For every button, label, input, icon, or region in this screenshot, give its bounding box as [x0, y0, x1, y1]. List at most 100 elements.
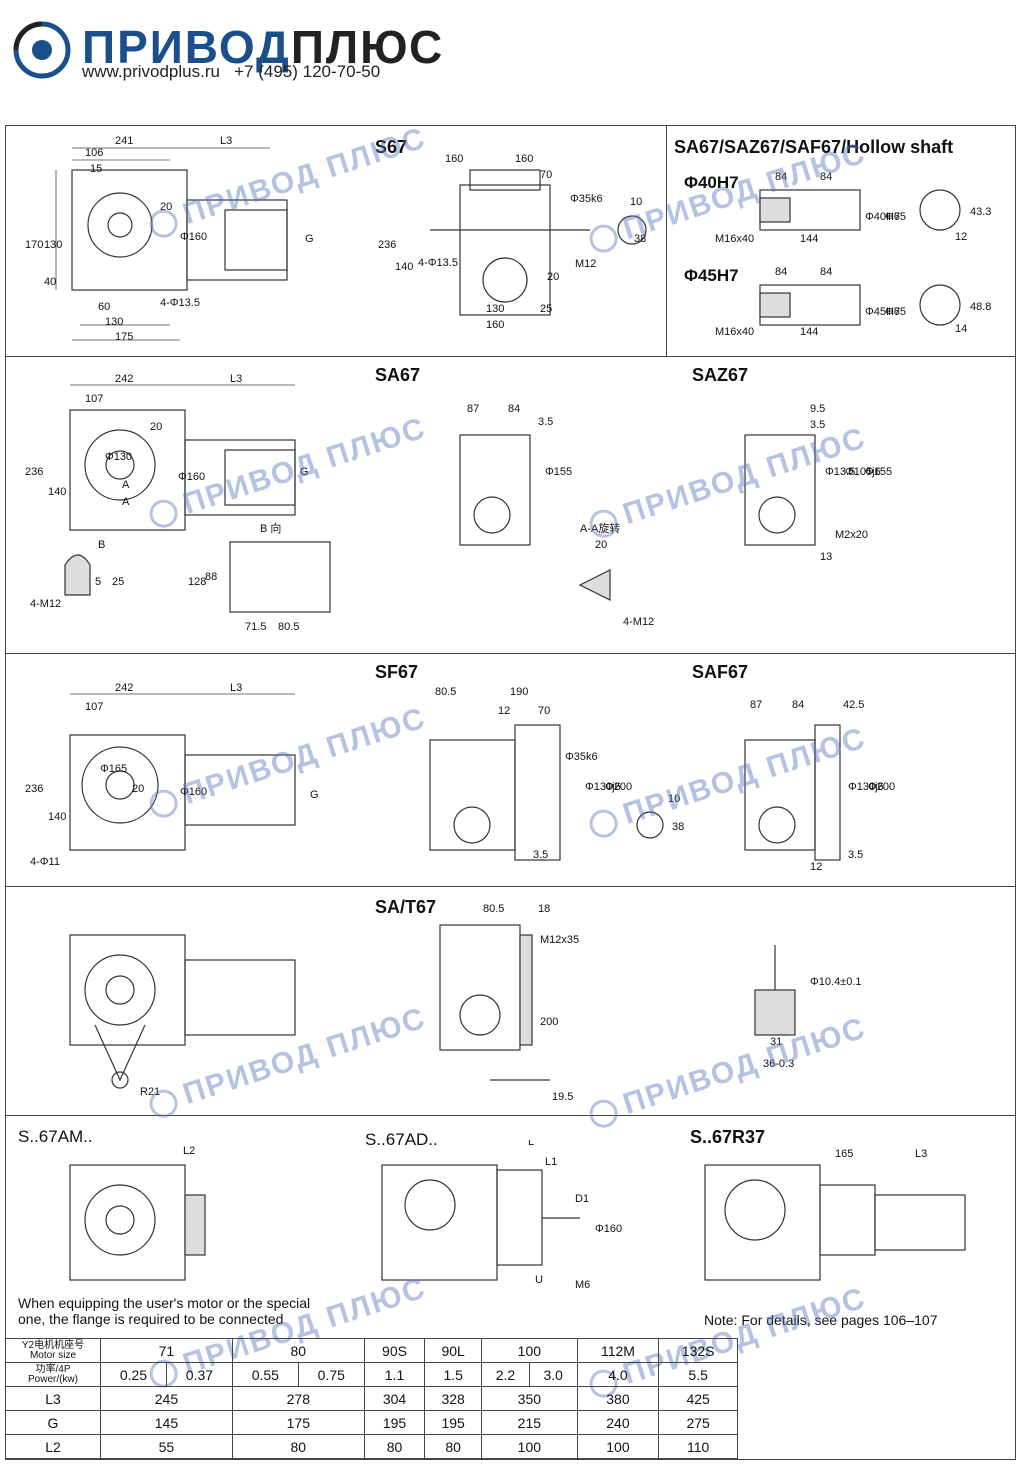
dim-label: 48.8	[970, 301, 991, 313]
dim-label: Φ65	[885, 211, 906, 223]
dim-label: M2x20	[835, 529, 868, 541]
dim-label: Φ200	[605, 781, 632, 793]
table-cell: 195	[424, 1410, 483, 1435]
brand-dark: ПЛЮС	[290, 21, 445, 73]
title-hollow-shaft: SA67/SAZ67/SAF67/Hollow shaft	[674, 137, 954, 157]
dim-label: 165	[835, 1148, 853, 1160]
dim-label: 4-Φ13.5	[418, 257, 458, 269]
dim-label: Φ130j6	[848, 781, 884, 793]
table-row: L2 55 80 80 80 100 100 110	[5, 1434, 738, 1459]
table-cell: 55	[100, 1434, 233, 1459]
dim-label: 80.5	[278, 621, 299, 633]
dim-label: 20	[150, 421, 162, 433]
dim-label: Φ45H7	[865, 306, 900, 318]
table-cell: 80	[231, 1338, 365, 1363]
dim-label: 60	[98, 301, 110, 313]
dim-label: G	[305, 233, 314, 245]
dim-label: 70	[540, 169, 552, 181]
dim-label: 87	[750, 699, 762, 711]
dim-label: B 向	[260, 521, 281, 535]
dim-label: 236	[378, 239, 396, 251]
dim-label: 12	[955, 231, 967, 243]
dim-label: 140	[48, 811, 66, 823]
dim-label: 4-M12	[623, 616, 654, 628]
table-cell: 245	[100, 1386, 233, 1411]
table-cell: 1.5	[424, 1362, 483, 1387]
dim-label: 84	[775, 171, 787, 183]
dim-label: Φ130j6	[585, 781, 621, 793]
website-link[interactable]: www.privodplus.ru	[82, 62, 220, 81]
contact-line: www.privodplus.ru +7 (495) 120-70-50	[82, 62, 380, 82]
dim-label: 12	[498, 705, 510, 717]
dim-label: G	[310, 789, 319, 801]
dim-label: A	[122, 479, 130, 491]
table-cell: 195	[363, 1410, 426, 1435]
dim-label: M12x35	[540, 934, 579, 946]
dim-label: 190	[510, 686, 528, 698]
divider	[6, 653, 1015, 654]
dim-label: Φ65	[885, 306, 906, 318]
dim-label: L	[528, 1140, 534, 1148]
dim-label: 144	[800, 233, 818, 245]
logo-icon	[13, 21, 71, 79]
dim-label: Φ130	[105, 451, 132, 463]
dim-label: 236	[25, 466, 43, 478]
dim-label: M16x40	[715, 233, 754, 245]
table-cell: 350	[481, 1386, 578, 1411]
dim-label: 242	[115, 373, 133, 385]
table-cell: 0.75	[297, 1362, 365, 1387]
title-sad: S..67AD..	[365, 1130, 438, 1149]
dim-label: 31	[770, 1036, 782, 1048]
dim-label: 175	[115, 331, 133, 343]
table-cell: 425	[658, 1386, 738, 1411]
dim-label: 20	[547, 271, 559, 283]
title-saz67: SAZ67	[692, 365, 749, 385]
dim-label: 130	[44, 239, 62, 251]
table-cell: 175	[231, 1410, 365, 1435]
dim-label: Φ35k6	[570, 193, 603, 205]
dim-label: Φ160	[180, 231, 207, 243]
dim-label: 87	[467, 403, 479, 415]
table-cell: 80	[231, 1434, 365, 1459]
dim-label: 3.5	[533, 849, 548, 861]
dim-label: Φ160	[180, 786, 207, 798]
table-cell: 2.2	[481, 1362, 530, 1387]
sa67-drawing: 242 L3 107 236 140 Φ130 20 Φ160 G A A B …	[25, 373, 892, 633]
table-row: G 145 175 195 195 215 240 275	[5, 1410, 738, 1435]
dim-label: 241	[115, 135, 133, 147]
dim-label: Φ35k6	[565, 751, 598, 763]
variants-drawing: L L2 L L1 D1 Φ160 U M6 165 L3	[69, 1140, 966, 1291]
dim-label: 10	[668, 793, 680, 805]
dim-label: Φ165	[100, 763, 127, 775]
table-cell: 71	[100, 1338, 233, 1363]
dim-label: L3	[220, 135, 232, 147]
row-label: L3	[5, 1386, 101, 1411]
divider	[666, 126, 667, 356]
dim-label: L3	[230, 373, 242, 385]
sat67-drawing: R21 80.5 18 M12x35 200 19.5 Φ10.4±0.1 31…	[69, 903, 862, 1103]
dim-label: M16x40	[715, 326, 754, 338]
dim-label: 4-Φ13.5	[160, 297, 200, 309]
dim-label: L3	[230, 682, 242, 694]
table-cell: 100	[481, 1338, 578, 1363]
phone-number: +7 (495) 120-70-50	[234, 62, 381, 81]
dim-label: 144	[800, 326, 818, 338]
dim-label: 242	[115, 682, 133, 694]
dim-label: 13	[820, 551, 832, 563]
divider	[6, 886, 1015, 887]
dim-label: A-A旋转	[580, 521, 620, 535]
title-s67: S67	[375, 137, 408, 157]
dim-label: Φ13.5	[825, 466, 855, 478]
drawing-sheet	[5, 125, 1016, 1460]
dim-label: Φ160	[178, 471, 205, 483]
title-sr37: S..67R37	[690, 1127, 766, 1147]
dim-label: 80.5	[483, 903, 504, 915]
dim-label: 14	[955, 323, 967, 335]
dim-label: 128	[188, 576, 206, 588]
dim-label: Φ155	[545, 466, 572, 478]
brand-name: ПРИВОДПЛЮС	[82, 22, 444, 72]
